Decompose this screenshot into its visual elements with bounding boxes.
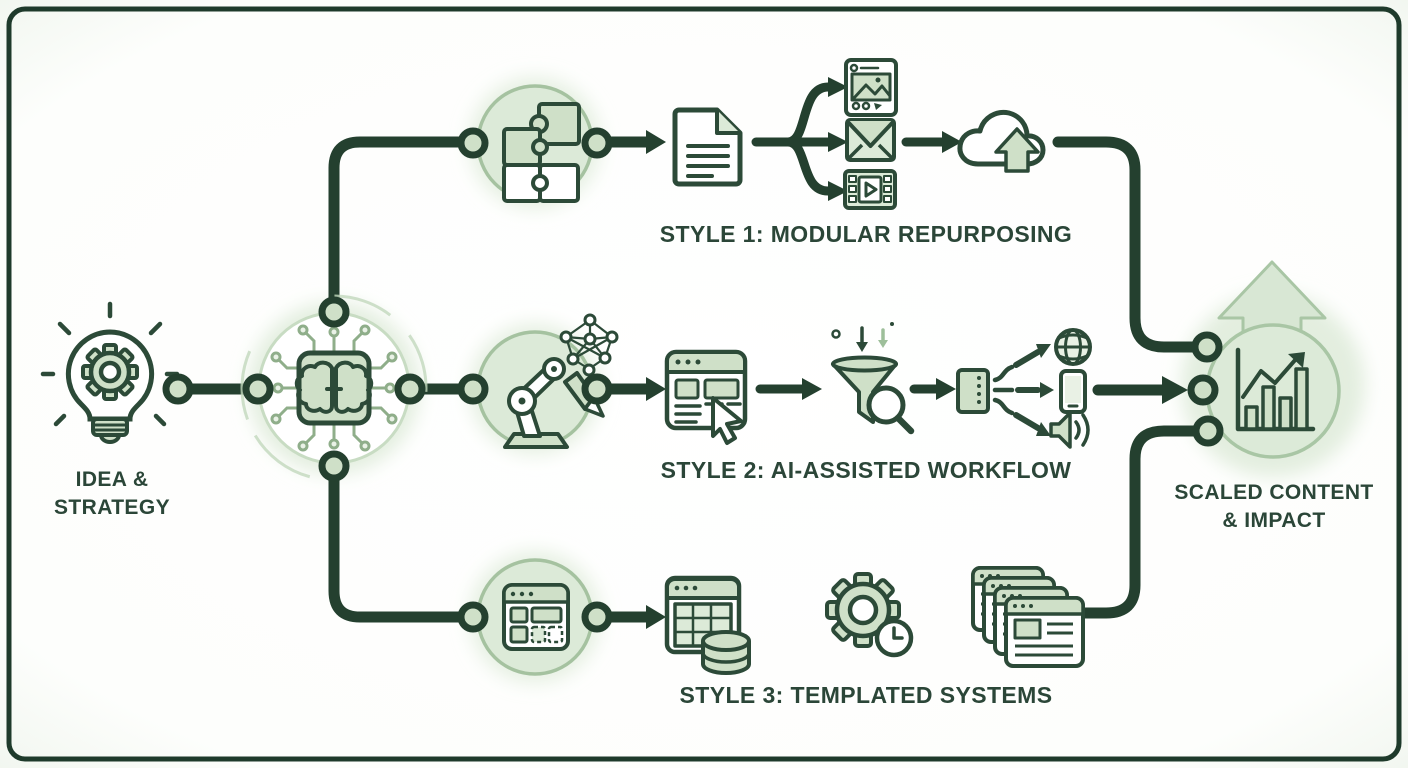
page-front	[1004, 596, 1085, 668]
arrows	[646, 77, 1188, 629]
node-dot	[581, 601, 613, 633]
style3-edge-dots	[457, 601, 613, 633]
node-dot	[457, 373, 489, 405]
stacked-pages-icon	[971, 566, 1085, 668]
scaled-node-dots	[1187, 331, 1224, 447]
gear-clock-icon	[825, 572, 914, 658]
node-dot	[318, 296, 350, 328]
video-clip-icon	[843, 169, 897, 210]
style1-edge-dots	[457, 127, 613, 159]
speaker-icon	[1049, 411, 1090, 449]
circuit-traces	[270, 324, 398, 452]
style2-label: STYLE 2: AI-ASSISTED WORKFLOW	[661, 457, 1072, 483]
spreadsheet-database-icon	[664, 575, 751, 675]
growth-bar-chart-icon	[1235, 347, 1316, 432]
cloud-upload-icon	[957, 109, 1046, 173]
funnel-search-icon	[831, 322, 915, 435]
style3-merge-path	[1079, 425, 1206, 619]
node-dot	[162, 373, 194, 405]
style3-label: STYLE 3: TEMPLATED SYSTEMS	[680, 682, 1053, 708]
template-builder-icon	[502, 583, 570, 651]
split-connector	[751, 82, 833, 196]
node-dot	[1187, 374, 1219, 406]
database-cylinder	[701, 630, 751, 675]
hub-node-dots	[162, 296, 426, 482]
email-icon	[845, 118, 896, 162]
content-distributor-icon	[956, 344, 1054, 436]
idea-label-line1: IDEA &	[76, 468, 149, 491]
neural-network-icon	[559, 313, 619, 377]
scaled-label-line1: SCALED CONTENT	[1174, 481, 1373, 504]
puzzle-icon	[502, 102, 581, 203]
social-post-icon	[844, 58, 898, 117]
style1-merge-path	[1052, 136, 1204, 353]
scaled-label-line2: & IMPACT	[1222, 509, 1325, 532]
node-dot	[242, 373, 274, 405]
node-dot	[1191, 331, 1223, 363]
node-dot	[457, 601, 489, 633]
ai-brain-chip-icon	[240, 294, 428, 482]
globe-icon	[1054, 328, 1092, 366]
lightbulb-gear-icon	[40, 301, 180, 444]
node-dot	[457, 127, 489, 159]
node-dot	[581, 127, 613, 159]
browser-cursor-icon	[664, 349, 748, 445]
style2-edge-dots	[457, 373, 613, 405]
node-dot	[394, 373, 426, 405]
frame-border	[6, 6, 1402, 762]
node-dot	[581, 373, 613, 405]
node-dot	[318, 450, 350, 482]
style3-branch-path	[328, 458, 476, 623]
brain-glyph	[294, 360, 374, 414]
smartphone-icon	[1059, 369, 1087, 414]
style1-label: STYLE 1: MODULAR REPURPOSING	[660, 221, 1072, 247]
style1-branch-path	[328, 136, 476, 320]
document-icon	[672, 107, 743, 187]
node-dot	[1192, 415, 1224, 447]
robot-arm-icon	[503, 357, 605, 449]
idea-label-line2: STRATEGY	[54, 496, 170, 519]
